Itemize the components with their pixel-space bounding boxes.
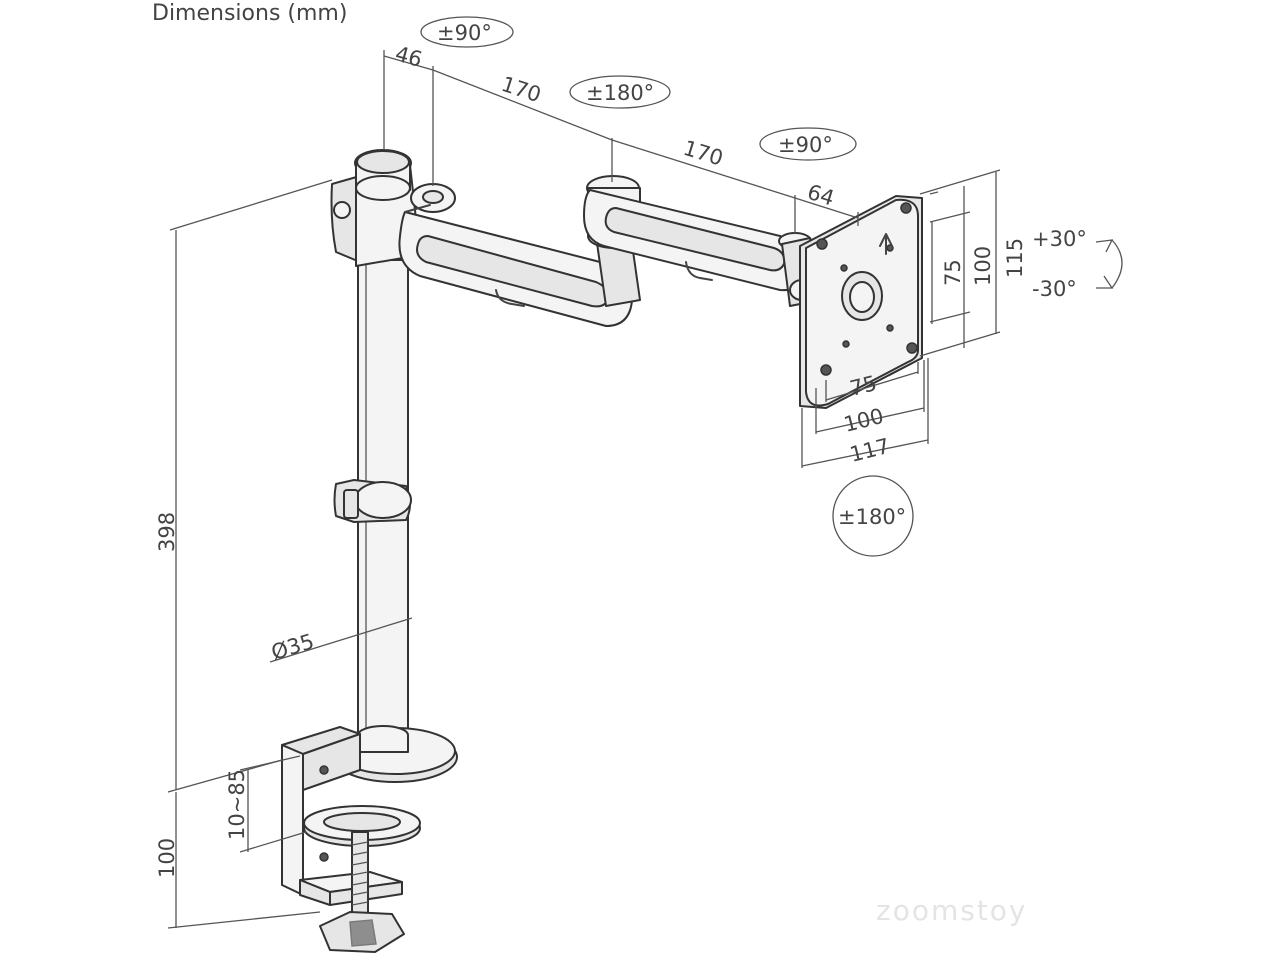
diagram-title: Dimensions (mm) [152, 1, 347, 26]
dim-115: 115 [1003, 238, 1027, 278]
desk-base-plate [332, 725, 458, 783]
dim-75-width: 75 [847, 371, 879, 401]
rotation-90-top: ±90° [437, 21, 492, 45]
dim-100-height: 100 [971, 246, 995, 286]
rotation-90-mid: ±90° [778, 133, 833, 157]
rotation-180-plate: ±180° [838, 505, 906, 529]
tilt-down: -30° [1032, 277, 1077, 301]
dim-diameter-35: Ø35 [268, 629, 316, 665]
tilt-up: +30° [1032, 227, 1087, 251]
dim-100-clamp: 100 [155, 838, 179, 878]
rotation-symbols [420, 16, 1123, 557]
desk-clamp [281, 726, 421, 953]
dim-46: 46 [393, 42, 425, 72]
watermark: zoomstoy [876, 894, 1028, 927]
dim-117: 117 [847, 434, 892, 467]
arm-segment-2 [583, 189, 807, 292]
dim-75-height: 75 [941, 259, 965, 286]
rotation-labels: ±90° ±180° ±90° +30° -30° ±180° [437, 21, 1087, 529]
dim-64: 64 [805, 180, 838, 211]
dim-170-a: 170 [498, 72, 544, 107]
dim-398: 398 [155, 512, 179, 552]
cable-clip [333, 479, 412, 523]
vesa-plate [799, 195, 923, 409]
rotation-180-top: ±180° [586, 81, 654, 105]
dim-100-width: 100 [841, 404, 886, 437]
pole-head [330, 149, 456, 267]
dimension-lines [167, 50, 1001, 929]
dim-10-85: 10~85 [225, 769, 249, 840]
dim-170-b: 170 [681, 136, 726, 171]
